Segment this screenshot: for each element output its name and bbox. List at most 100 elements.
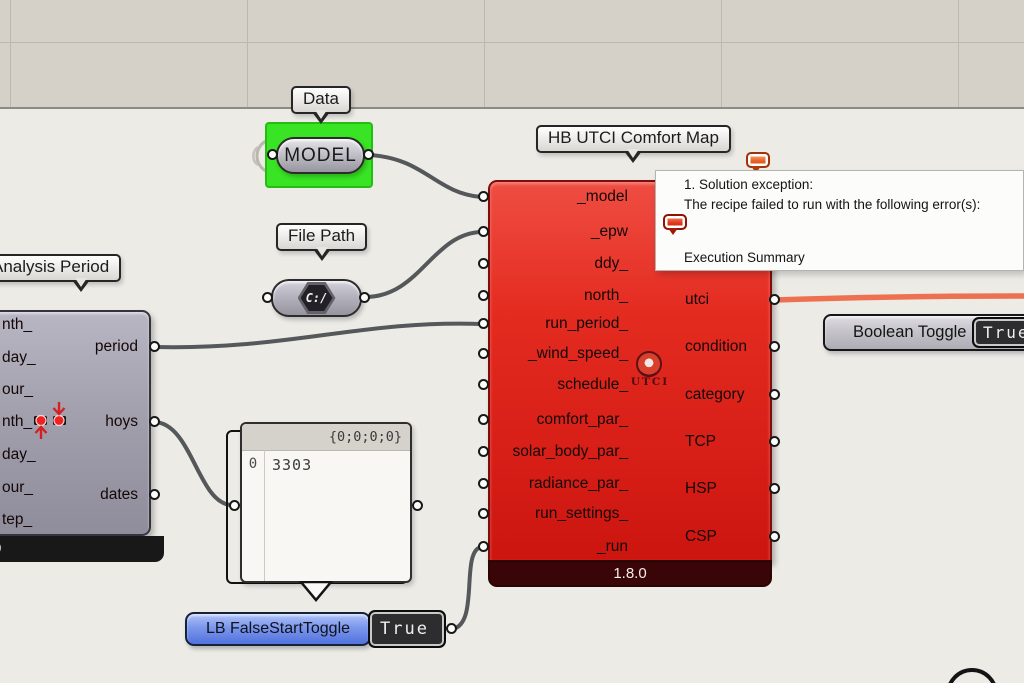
file-path-input-grip[interactable]	[262, 292, 273, 303]
analysis-period-component[interactable]	[0, 310, 151, 536]
output-grip[interactable]	[149, 489, 160, 500]
utci-icon-word: UTCI	[630, 376, 670, 388]
panel-input-grip[interactable]	[229, 500, 240, 511]
input-grip[interactable]	[478, 478, 489, 489]
lb-toggle-value: True	[380, 619, 429, 639]
input-grip[interactable]	[478, 541, 489, 552]
output-grip[interactable]	[769, 531, 780, 542]
lb-toggle-value-button[interactable]: True	[368, 610, 446, 648]
wire-toggle-to-run[interactable]	[451, 545, 482, 631]
lb-toggle-label: LB FalseStartToggle	[205, 620, 351, 637]
input-grip[interactable]	[478, 446, 489, 457]
data-panel[interactable]: {0;0;0;0} 0 3303	[240, 422, 412, 583]
tooltip-line: 1. Solution exception:	[684, 177, 814, 192]
grid-line	[484, 0, 485, 107]
utci-version-badge: 1.8.0	[488, 560, 772, 587]
grid-line	[247, 0, 248, 107]
panel-tail	[298, 581, 334, 602]
port-label: TCP	[685, 433, 716, 450]
port-label: ddy_	[594, 255, 628, 272]
grid-line	[10, 0, 11, 107]
file-path-param[interactable]: C:/	[271, 279, 362, 317]
port-label: utci	[685, 291, 710, 308]
port-label: day_	[2, 349, 36, 366]
port-label: period	[94, 338, 138, 355]
port-label: dates	[100, 486, 138, 503]
port-label: _run	[596, 538, 628, 555]
panel-output-grip[interactable]	[412, 500, 423, 511]
panel-row-value: 3303	[272, 456, 313, 474]
port-label: run_period_	[545, 315, 628, 332]
port-label: schedule_	[557, 376, 628, 393]
wire-model-to-utci[interactable]	[368, 153, 482, 199]
disconnected-wire-icon	[34, 402, 66, 439]
wireless-arc-icon	[255, 139, 267, 173]
panel-row-index: 0	[248, 456, 258, 472]
output-grip[interactable]	[769, 389, 780, 400]
input-grip[interactable]	[478, 379, 489, 390]
wireless-arc-icon	[252, 145, 259, 167]
panel-path-header: {0;0;0;0}	[242, 424, 410, 451]
file-path-tag: File Path	[276, 223, 368, 261]
lb-false-start-toggle[interactable]: LB FalseStartToggle	[185, 612, 371, 646]
output-grip[interactable]	[769, 436, 780, 447]
port-label: radiance_par_	[528, 475, 628, 492]
wire-filepath-to-epw[interactable]	[364, 230, 482, 299]
wire-hoys-to-panel[interactable]	[154, 420, 232, 507]
boolean-toggle-value: True	[983, 323, 1024, 342]
input-grip[interactable]	[478, 226, 489, 237]
grid-line	[0, 42, 1024, 43]
port-label: category	[685, 386, 745, 403]
model-output-grip[interactable]	[363, 149, 374, 160]
error-balloon-icon	[663, 214, 687, 235]
port-label: our_	[2, 381, 34, 398]
data-tag: Data	[291, 86, 351, 124]
output-grip[interactable]	[769, 483, 780, 494]
input-grip[interactable]	[478, 290, 489, 301]
utci-person-icon	[636, 351, 662, 377]
input-grip[interactable]	[478, 258, 489, 269]
output-grip[interactable]	[769, 294, 780, 305]
port-label: north_	[584, 287, 628, 304]
port-label: solar_body_par_	[512, 443, 628, 460]
boolean-toggle-label: Boolean Toggle	[853, 323, 967, 341]
error-tooltip: 1. Solution exception: The recipe failed…	[655, 170, 1024, 271]
output-grip[interactable]	[769, 341, 780, 352]
wire-period-to-runperiod[interactable]	[154, 321, 482, 350]
wire-utci-output-orange[interactable]	[774, 293, 1024, 303]
file-path-hexagon: C:/	[297, 282, 336, 314]
input-grip[interactable]	[478, 191, 489, 202]
model-input-grip[interactable]	[267, 149, 278, 160]
analysis-period-tag: Analysis Period	[0, 254, 122, 292]
boolean-toggle-value-button[interactable]: True	[972, 317, 1024, 348]
analysis-version-badge: 1.8.0	[0, 536, 164, 562]
grid-line	[721, 0, 722, 107]
port-label: _epw	[590, 223, 628, 240]
canvas-grid-band	[0, 0, 1024, 109]
port-label: day_	[2, 446, 36, 463]
port-label: _wind_speed_	[528, 345, 628, 362]
port-label: tep_	[2, 511, 33, 528]
port-label: CSP	[685, 528, 717, 545]
tooltip-footer: Execution Summary	[684, 250, 805, 265]
model-param[interactable]: MODEL	[276, 137, 365, 174]
tooltip-line: The recipe failed to run with the follow…	[684, 197, 981, 212]
output-grip[interactable]	[149, 416, 160, 427]
port-label: hoys	[105, 413, 138, 430]
input-grip[interactable]	[478, 318, 489, 329]
input-grip[interactable]	[478, 348, 489, 359]
port-label: condition	[685, 338, 748, 355]
input-grip[interactable]	[478, 414, 489, 425]
input-grip[interactable]	[478, 508, 489, 519]
panel-index-column	[242, 450, 265, 581]
model-param-label: MODEL	[284, 144, 357, 166]
lb-toggle-output-grip[interactable]	[446, 623, 457, 634]
grid-line	[958, 0, 959, 107]
warning-balloon-icon[interactable]	[746, 152, 770, 173]
port-label: run_settings_	[534, 505, 628, 522]
file-path-icon: C:/	[305, 291, 328, 305]
output-grip[interactable]	[149, 341, 160, 352]
file-path-output-grip[interactable]	[359, 292, 370, 303]
